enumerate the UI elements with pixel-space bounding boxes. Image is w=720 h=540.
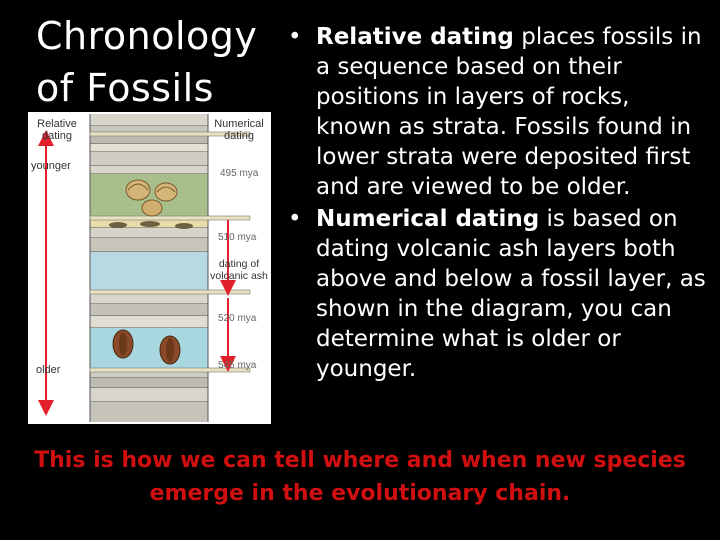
bullet-text: places fossils in a sequence based on th… xyxy=(316,24,702,200)
bullet-term: Numerical dating xyxy=(316,206,540,232)
fossil-bivalves xyxy=(109,221,193,229)
fossil-trilobites xyxy=(112,329,181,365)
title-line-1: Chronology xyxy=(36,14,258,58)
fossil-shells xyxy=(125,179,178,217)
age-label-520: 520 mya xyxy=(218,313,257,324)
bullet-dot: • xyxy=(288,206,302,232)
numerical-dating-label: Numerical dating xyxy=(214,118,264,142)
bullet-dot: • xyxy=(288,24,302,50)
bullet-numerical-dating: • Numerical dating is based on dating vo… xyxy=(286,204,706,384)
footer-statement: This is how we can tell where and when n… xyxy=(34,448,686,506)
age-label-510: 510 mya xyxy=(218,232,257,243)
bullet-text: is based on dating volcanic ash layers b… xyxy=(316,206,706,382)
title-line-2: of Fossils xyxy=(36,66,214,110)
bullet-relative-dating: • Relative dating places fossils in a se… xyxy=(286,22,706,202)
strata-diagram: Relative dating Numerical dating younger… xyxy=(28,112,271,424)
relative-dating-label: Relative dating xyxy=(37,118,77,142)
age-label-545: 545 mya xyxy=(218,360,257,371)
bullet-list: • Relative dating places fossils in a se… xyxy=(286,22,706,386)
strata-illustration xyxy=(28,112,271,424)
rock-strata xyxy=(89,114,209,422)
older-label: older xyxy=(36,364,61,376)
younger-label: younger xyxy=(31,160,71,172)
bullet-term: Relative dating xyxy=(316,24,514,50)
slide-title: Chronology of Fossils xyxy=(36,10,276,114)
age-label-495: 495 mya xyxy=(220,168,259,179)
volcanic-ash-label: dating of volcanic ash xyxy=(210,258,268,282)
volcanic-ash-bands xyxy=(89,131,251,373)
